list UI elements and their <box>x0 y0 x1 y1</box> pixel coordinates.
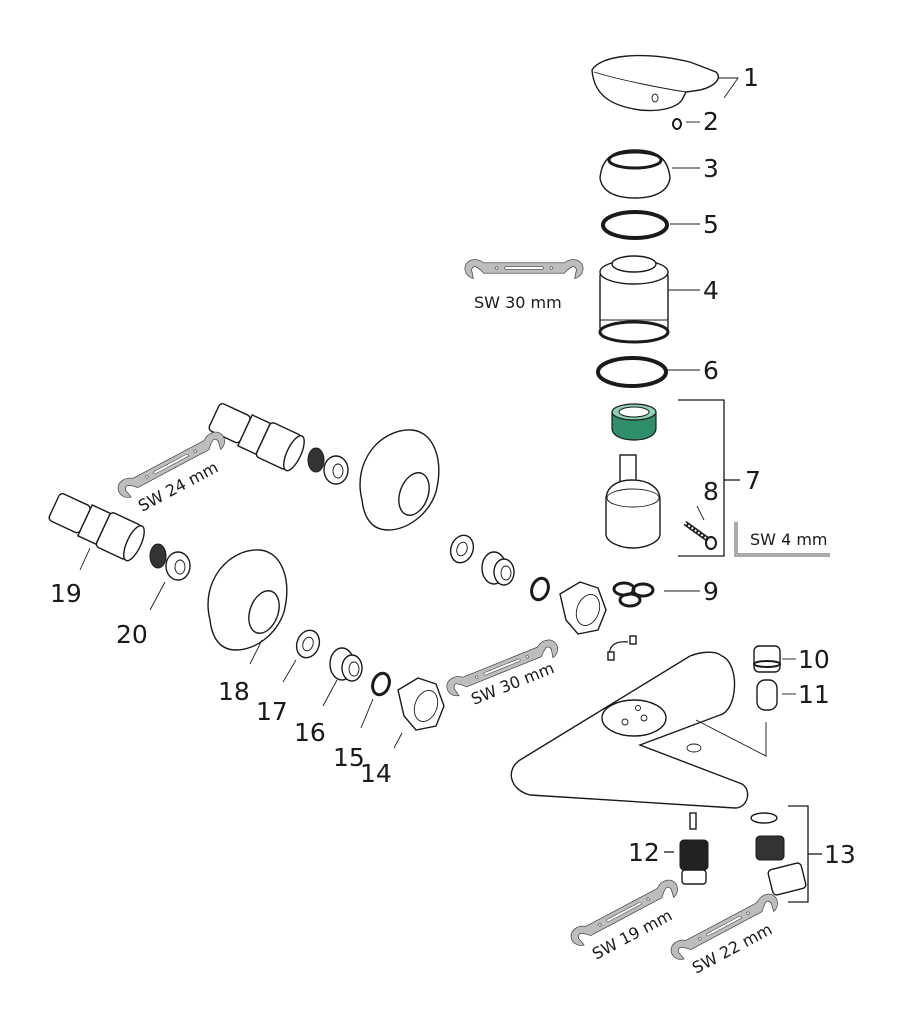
wrench-sw30-top <box>464 259 584 279</box>
part-number-16: 16 <box>294 718 326 747</box>
part-17-washer <box>295 629 321 659</box>
part-16-nipple <box>329 647 363 682</box>
part-number-7: 7 <box>745 466 761 495</box>
leader-lines <box>79 77 796 749</box>
part-14-union-nut <box>397 677 445 731</box>
part-19-s-union <box>48 493 145 562</box>
part-number-5: 5 <box>703 210 719 239</box>
part-number-1: 1 <box>743 63 759 92</box>
part-1-handle-cap <box>591 54 719 112</box>
part-number-11: 11 <box>798 680 830 709</box>
part-8-screw <box>683 520 717 550</box>
part-number-20: 20 <box>116 620 148 649</box>
cartridge-nut-green <box>611 403 657 441</box>
part-number-18: 18 <box>218 677 250 706</box>
part-number-6: 6 <box>703 356 719 385</box>
part-number-19: 19 <box>50 579 82 608</box>
escutcheon-upper <box>359 429 440 531</box>
part-number-8: 8 <box>703 477 719 506</box>
part-number-17: 17 <box>256 697 288 726</box>
spout-body <box>510 651 767 809</box>
part-number-9: 9 <box>703 577 719 606</box>
part-number-12: 12 <box>628 838 660 867</box>
hose-clip <box>607 635 637 661</box>
part-5-o-ring <box>601 210 669 240</box>
part-20-check-valve <box>149 543 191 581</box>
part-number-13: 13 <box>824 840 856 869</box>
part-number-3: 3 <box>703 154 719 183</box>
tool-label-sw4: SW 4 mm <box>750 530 828 549</box>
hex-key-tool <box>734 522 830 557</box>
part-9-o-rings <box>612 581 655 608</box>
check-valve-upper <box>307 447 349 485</box>
union-nut-upper <box>559 581 607 635</box>
part-11-sleeve <box>756 679 778 711</box>
part-2-small-cap <box>672 118 682 130</box>
part-3-cover-ring <box>599 149 671 199</box>
part-13-aerator-set <box>750 812 807 896</box>
part-15-o-ring <box>371 671 391 697</box>
tool-label-sw30-top: SW 30 mm <box>474 293 562 312</box>
washer-upper <box>449 534 475 564</box>
nipple-upper <box>481 551 515 586</box>
part-10-plug <box>753 645 781 673</box>
tool-label-sw22: SW 22 mm <box>689 920 775 978</box>
bracket-part-7 <box>678 399 725 557</box>
part-7-cartridge <box>605 454 661 549</box>
o-ring-upper <box>530 576 550 602</box>
part-number-2: 2 <box>703 107 719 136</box>
tool-label-sw19: SW 19 mm <box>589 906 675 964</box>
part-number-14: 14 <box>360 759 392 788</box>
part-6-o-ring <box>596 356 668 388</box>
part-number-15: 15 <box>333 743 365 772</box>
part-number-4: 4 <box>703 276 719 305</box>
part-12-diverter-cartridge <box>679 812 709 885</box>
part-4-threaded-bushing <box>598 255 670 344</box>
part-number-10: 10 <box>798 645 830 674</box>
part-18-escutcheon <box>207 549 288 651</box>
